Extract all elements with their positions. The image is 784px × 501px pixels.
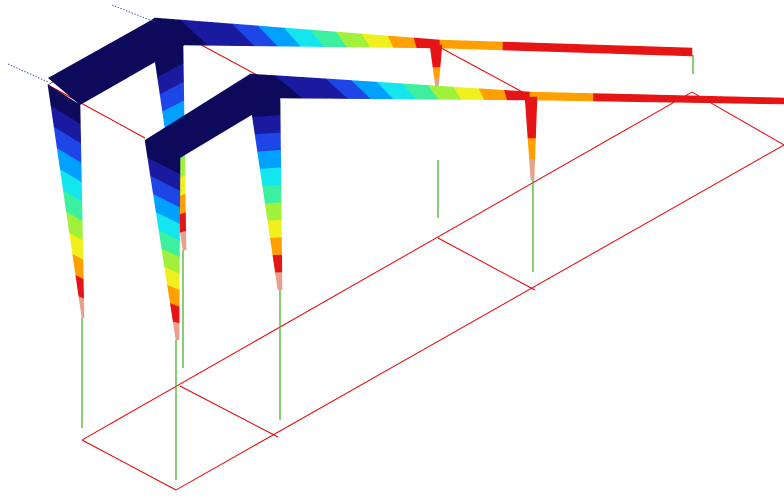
band-segment: [270, 237, 282, 256]
band-segment: [249, 97, 281, 118]
rafter-back-left: [48, 18, 185, 105]
column-front-left: [144, 139, 181, 341]
base-edge-right: [175, 144, 784, 491]
axis-line: [7, 63, 49, 83]
base-crossline: [179, 385, 279, 438]
band-segment: [275, 272, 283, 291]
base-crossline: [437, 237, 536, 291]
roof-beam-front-end: [529, 91, 784, 105]
band-segment: [529, 91, 594, 102]
band-segment: [264, 202, 282, 222]
band-segment: [78, 296, 85, 319]
band-segment: [262, 184, 282, 204]
rafter-front-left: [145, 74, 280, 158]
band-segment: [526, 117, 537, 139]
column-back-left: [47, 84, 85, 319]
member-bands: [47, 17, 784, 480]
band-segment: [257, 150, 282, 170]
roof-beam-back-end: [439, 39, 693, 57]
band-segment: [180, 230, 187, 251]
band-segment: [628, 45, 693, 57]
band-segment: [502, 41, 567, 53]
column-back-mid: [429, 44, 443, 91]
axis-line: [111, 4, 156, 23]
band-segment: [254, 132, 281, 153]
band-segment: [259, 167, 282, 187]
column-front-mid: [524, 96, 538, 181]
axis-lines: [7, 4, 156, 83]
band-segment: [252, 115, 281, 135]
band-segment: [169, 303, 180, 324]
roof-beam-front: [249, 73, 531, 101]
band-segment: [172, 321, 180, 341]
base-edge-left: [81, 91, 693, 441]
roof-tie: [429, 41, 529, 96]
band-segment: [527, 138, 536, 160]
band-segment: [720, 96, 784, 105]
band-segment: [593, 93, 658, 103]
band-segment: [272, 254, 283, 274]
band-segment: [529, 158, 536, 181]
base-edge-front: [81, 439, 177, 491]
roof-beam-back: [154, 17, 441, 49]
band-segment: [75, 275, 84, 300]
band-segment: [429, 44, 443, 57]
frame-tie-front: [47, 84, 146, 139]
band-segment: [439, 39, 504, 51]
band-segment: [267, 219, 282, 239]
band-segment: [524, 96, 538, 119]
band-segment: [432, 67, 441, 80]
column-front-inner: [249, 97, 283, 291]
band-segment: [565, 43, 630, 55]
band-segment: [656, 94, 721, 104]
band-segment: [431, 55, 442, 68]
